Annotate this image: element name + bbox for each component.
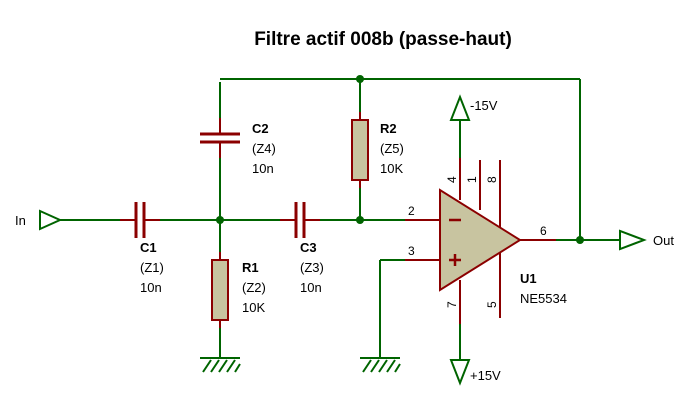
c1-value: 10n [140, 280, 162, 295]
output-label: Out [653, 233, 674, 248]
junction-dot [356, 75, 364, 83]
c1-ref: C1 [140, 240, 157, 255]
capacitor-c3: C3 (Z3) 10n [280, 202, 324, 295]
plus-sign-icon [449, 254, 461, 266]
pin-5-label: 5 [485, 301, 499, 308]
c3-value: 10n [300, 280, 322, 295]
u1-ref: U1 [520, 271, 537, 286]
pin-6-label: 6 [540, 224, 547, 238]
ground-icon [200, 357, 241, 373]
pin-2-label: 2 [408, 204, 415, 218]
junction-dot [356, 216, 364, 224]
pin-7-label: 7 [445, 301, 459, 308]
pin-1-label: 1 [465, 176, 479, 183]
c3-ref: C3 [300, 240, 317, 255]
r1-ref: R1 [242, 260, 259, 275]
ground-icon [360, 357, 401, 373]
supply-arrow-down-icon [449, 359, 471, 386]
c3-zone: (Z3) [300, 260, 324, 275]
pin-8-label: 8 [485, 176, 499, 183]
u1-part: NE5534 [520, 291, 567, 306]
supply-positive-label: +15V [470, 368, 501, 383]
junction-dot [216, 216, 224, 224]
c1-zone: (Z1) [140, 260, 164, 275]
input-label: In [15, 213, 26, 228]
junction-dot [576, 236, 584, 244]
output-arrow-icon [619, 229, 647, 251]
c2-value: 10n [252, 161, 274, 176]
r2-zone: (Z5) [380, 141, 404, 156]
output-terminal: Out [619, 229, 674, 251]
c2-ref: C2 [252, 121, 269, 136]
resistor-r1: R1 (Z2) 10K [211, 252, 266, 328]
c2-zone: (Z4) [252, 141, 276, 156]
supply-negative: -15V [449, 94, 498, 121]
supply-positive: +15V [449, 359, 501, 386]
r2-value: 10K [380, 161, 403, 176]
input-arrow-icon [39, 209, 63, 231]
pin-4-label: 4 [445, 176, 459, 183]
capacitor-c2: C2 (Z4) 10n [200, 118, 276, 176]
diagram-title: Filtre actif 008b (passe-haut) [254, 29, 512, 50]
capacitor-c1: C1 (Z1) 10n [120, 202, 164, 295]
resistor-r2: R2 (Z5) 10K [351, 112, 404, 188]
pin-3-label: 3 [408, 244, 415, 258]
r1-zone: (Z2) [242, 280, 266, 295]
r1-value: 10K [242, 300, 265, 315]
opamp-u1: 2 3 6 4 1 8 7 5 U1 NE5534 [405, 158, 567, 324]
input-terminal: In [15, 209, 68, 231]
supply-arrow-up-icon [449, 94, 471, 121]
r2-ref: R2 [380, 121, 397, 136]
supply-negative-label: -15V [470, 98, 498, 113]
opamp-body [439, 188, 522, 292]
